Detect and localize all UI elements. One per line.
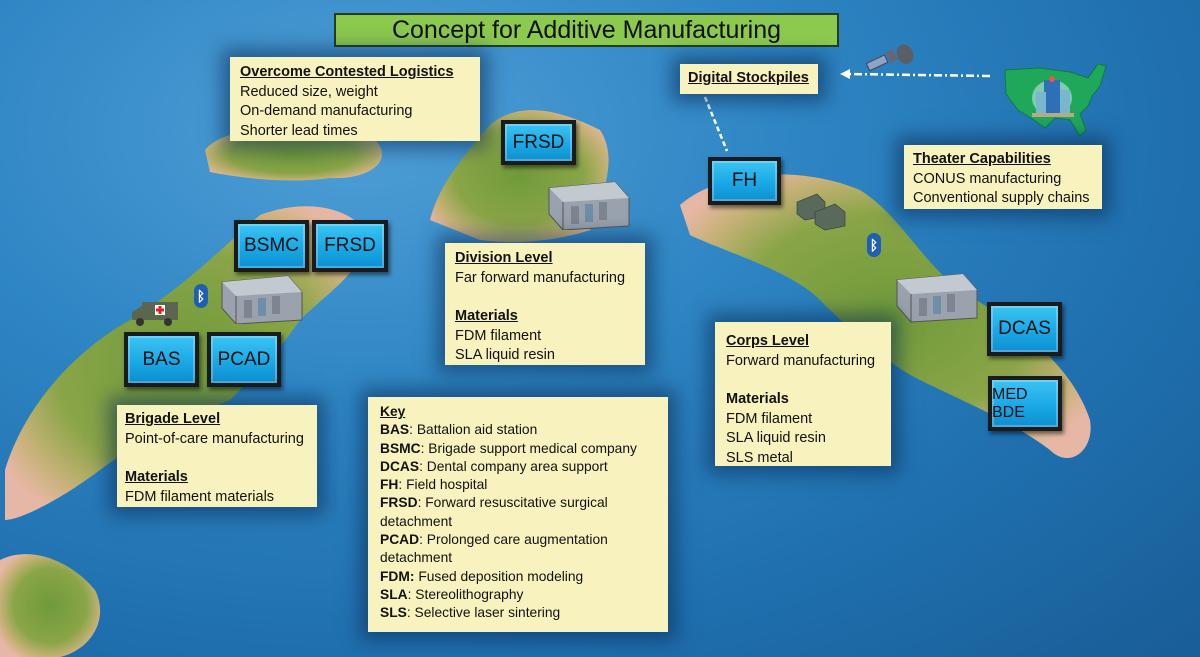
key-definition: Field hospital [402,477,488,493]
key-abbr: DCAS [380,458,420,474]
corps-material: SLS metal [726,449,793,466]
key-entry: DCAS: Dental company area support [380,458,656,476]
brigade-description: Point-of-care manufacturing [125,430,304,447]
bluetooth-icon: ᛒ [194,284,208,308]
key-abbr: FRSD [380,495,418,511]
key-definition: Forward resuscitative surgical detachmen… [380,495,608,529]
usa-map-hospital-icon [1004,63,1107,137]
key-abbr: BSMC [380,440,421,456]
unit-frsd-division[interactable]: FRSD [501,120,576,165]
key-entry: SLS: Selective laser sintering [380,604,656,622]
key-entry: FH: Field hospital [380,476,656,494]
key-separator: : [419,532,423,548]
division-material: SLA liquid resin [455,347,555,363]
key-abbr: SLS [380,605,407,621]
key-abbr: FH [380,477,399,493]
unit-bsmc[interactable]: BSMC [234,220,309,272]
key-entry: BSMC: Brigade support medical company [380,440,656,458]
key-definition: Prolonged care augmentation detachment [380,532,608,566]
key-abbr: SLA [380,586,408,602]
theater-item: Conventional supply chains [913,190,1090,206]
key-separator: : [398,477,403,493]
digital-stockpiles-heading: Digital Stockpiles [688,70,809,86]
theater-capabilities-note: Theater Capabilities CONUS manufacturing… [904,145,1102,209]
corps-heading: Corps Level [726,333,809,349]
brigade-heading: Brigade Level [125,411,221,427]
island-corps [680,174,1091,459]
theater-heading: Theater Capabilities [913,151,1051,167]
island-north-west [205,128,383,181]
link-stockpiles-fh [703,96,729,152]
satellite-icon [865,44,914,72]
key-definition: Brigade support medical company [424,440,637,456]
corps-level-note: Corps Level Forward manufacturing Materi… [715,322,891,466]
logistics-item: On-demand manufacturing [240,103,413,119]
key-entry: SLA: Stereolithography [380,586,656,604]
division-material: FDM filament [455,327,542,344]
unit-frsd-brigade[interactable]: FRSD [312,220,388,272]
key-entry: FRSD: Forward resuscitative surgical det… [380,494,656,531]
brigade-material: FDM filament materials [125,488,275,505]
division-description: Far forward manufacturing [455,269,626,286]
bluetooth-icon: ᛒ [867,233,881,257]
key-definition: Stereolithography [411,586,524,602]
key-separator: : [420,440,425,456]
key-definition: Selective laser sintering [410,605,561,621]
unit-fh[interactable]: FH [708,157,781,205]
brigade-level-note: Brigade Level Point-of-care manufacturin… [117,405,317,507]
key-entry: PCAD: Prolonged care augmentation detach… [380,531,656,568]
logistics-item: Shorter lead times [240,122,358,139]
shipping-container-lab-icon [896,273,978,323]
island-south-west [0,554,101,657]
key-definition: Dental company area support [422,458,608,474]
corps-material: SLA liquid resin [726,430,826,446]
corps-description: Forward manufacturing [726,352,876,369]
division-level-note: Division Level Far forward manufacturing… [445,243,645,365]
shipping-container-lab-icon [548,181,630,230]
division-heading: Division Level [455,250,553,266]
key-separator: : [417,495,422,511]
key-definition: Fused deposition modeling [414,568,584,584]
digital-stockpiles-note: Digital Stockpiles [680,64,818,94]
key-entry: FDM: Fused deposition modeling [380,568,656,586]
key-separator: : [407,586,412,602]
key-separator: : [419,458,423,474]
key-abbr: FDM: [380,568,415,584]
key-separator: : [409,422,413,438]
link-conus-stockpiles [847,72,991,78]
brigade-materials-heading: Materials [125,469,188,485]
key-abbr: PCAD [380,532,420,548]
unit-bas[interactable]: BAS [124,332,199,387]
corps-materials-heading: Materials [726,391,789,407]
key-abbr: BAS [380,422,410,438]
theater-item: CONUS manufacturing [913,170,1062,187]
unit-med-bde[interactable]: MED BDE [988,376,1062,431]
logistics-item: Reduced size, weight [240,83,378,100]
unit-pcad[interactable]: PCAD [207,332,281,387]
key-definition: Battalion aid station [412,422,538,438]
key-heading: Key [380,404,406,419]
arrowhead-icon [840,69,850,79]
page-title: Concept for Additive Manufacturing [334,13,839,47]
ambulance-icon [132,302,178,326]
key-separator: : [406,605,411,621]
unit-dcas[interactable]: DCAS [987,302,1062,356]
field-tent-icon [796,193,846,231]
logistics-note: Overcome Contested Logistics Reduced siz… [230,57,480,141]
key-entry: BAS: Battalion aid station [380,421,656,439]
division-materials-heading: Materials [455,308,518,324]
shipping-container-lab-icon [221,275,303,324]
corps-material: FDM filament [726,410,813,427]
logistics-heading: Overcome Contested Logistics [240,64,454,80]
